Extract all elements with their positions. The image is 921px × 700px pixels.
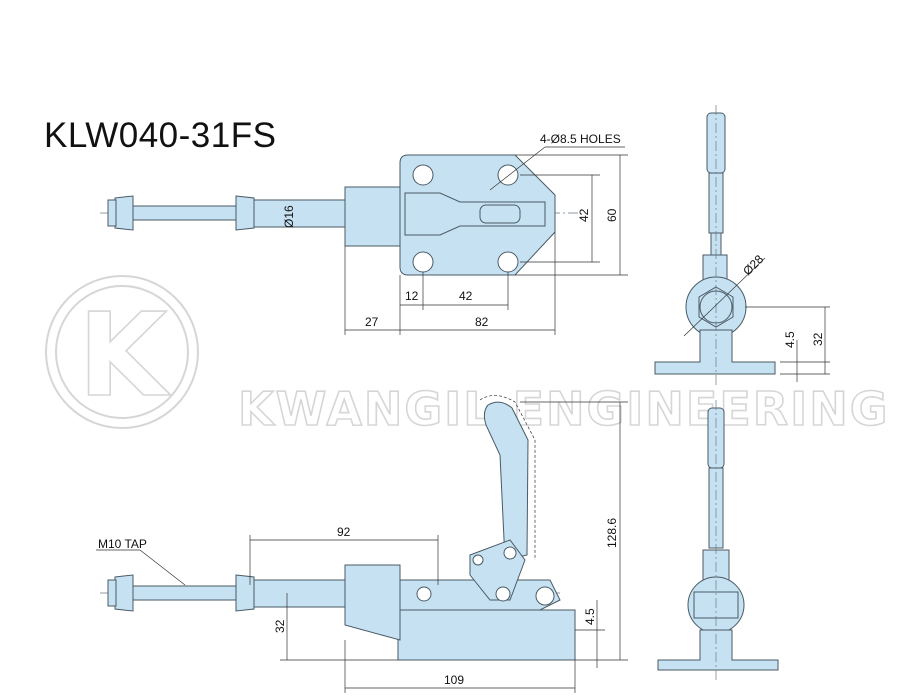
dim-base-thickness: 4.5 [583, 608, 597, 625]
dim-body-length: 27 [365, 315, 379, 329]
end-view-top [654, 105, 830, 385]
shaft-dia-label: Ø16 [282, 205, 296, 228]
side-view [96, 395, 628, 693]
dim-plate-height: 60 [605, 208, 619, 222]
dim-hole-spacing-v: 42 [577, 208, 591, 222]
page-title: KLW040-31FS [44, 116, 277, 155]
watermark-english: KWANGIL ENGINEERING [238, 382, 890, 436]
dim-diameter: Ø28 [740, 252, 766, 278]
dim-length: 109 [444, 673, 464, 687]
dim-center-height: 32 [273, 619, 287, 633]
dim-stroke: 92 [337, 525, 351, 539]
dim-base-thickness-top: 4.5 [783, 331, 797, 348]
dim-center-height-top: 32 [811, 332, 825, 346]
plan-view [100, 146, 628, 335]
watermark-logo: K KWANGIL ENGINEERING [45, 275, 890, 437]
dim-hole-spacing-h: 42 [459, 289, 473, 303]
dim-edge-to-hole: 12 [405, 289, 419, 303]
holes-label: 4-Ø8.5 HOLES [540, 132, 621, 146]
end-view-bottom [657, 400, 779, 680]
dim-plate-length: 82 [475, 315, 489, 329]
dim-height: 128.6 [605, 518, 619, 548]
tap-label: M10 TAP [98, 537, 147, 551]
watermark-letter: K [78, 289, 171, 423]
